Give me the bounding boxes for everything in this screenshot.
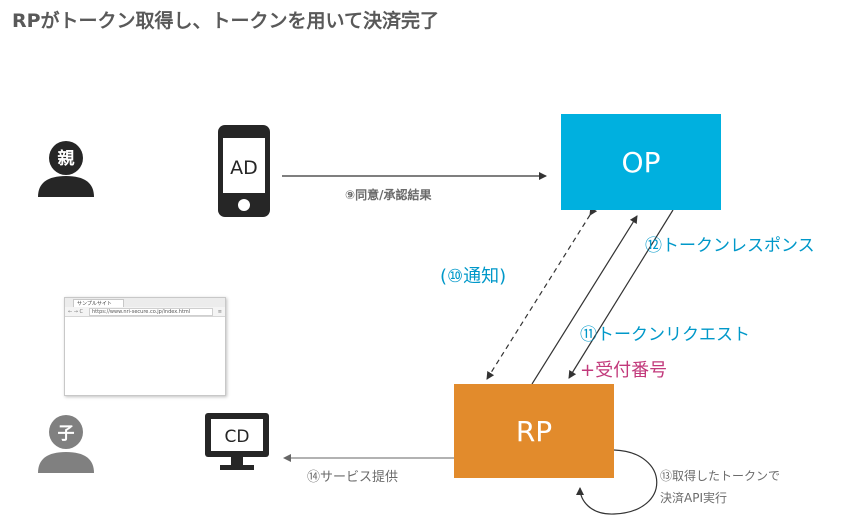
page-title: RPがトークン取得し、トークンを用いて決済完了 [12, 10, 439, 32]
monitor-icon: CD [205, 413, 269, 470]
arrow-notification [486, 206, 598, 380]
browser-tab: サンプルサイト [73, 299, 124, 308]
label-step13-line1: ⑬取得したトークンで [660, 469, 781, 483]
browser-toolbar: ← → C https://www.nri-secure.co.jp/index… [65, 307, 225, 317]
parent-person-icon: 親 [38, 141, 94, 197]
browser-url-field: https://www.nri-secure.co.jp/index.html [89, 308, 213, 316]
child-person-icon: 子 [38, 415, 94, 473]
label-step13-line2: 決済API実行 [660, 491, 727, 505]
monitor-label: CD [225, 427, 250, 447]
label-step11-extra: +受付番号 [580, 360, 668, 381]
label-step10: (⑩通知) [440, 266, 507, 287]
browser-window-mockup: サンプルサイト ← → C https://www.nri-secure.co.… [64, 297, 226, 396]
arrow-token-response [568, 209, 674, 379]
smartphone-icon: AD [218, 125, 270, 217]
browser-nav-icons: ← → C [68, 309, 84, 315]
op-node: OP [561, 114, 721, 210]
browser-menu-icon: ≡ [217, 309, 222, 315]
browser-tab-bar: サンプルサイト [65, 298, 225, 308]
label-step11: ⑪トークンリクエスト [580, 325, 750, 345]
parent-badge-text: 親 [58, 148, 75, 169]
label-step12: ⑫トークンレスポンス [645, 236, 815, 256]
rp-node: RP [454, 384, 614, 478]
label-step9: ⑨同意/承認結果 [345, 188, 432, 202]
arrow-payment-api-loop [576, 449, 658, 515]
child-badge-text: 子 [58, 424, 75, 444]
arrow-token-request [531, 215, 638, 385]
phone-label: AD [230, 157, 258, 179]
label-step14: ⑭サービス提供 [307, 470, 399, 485]
